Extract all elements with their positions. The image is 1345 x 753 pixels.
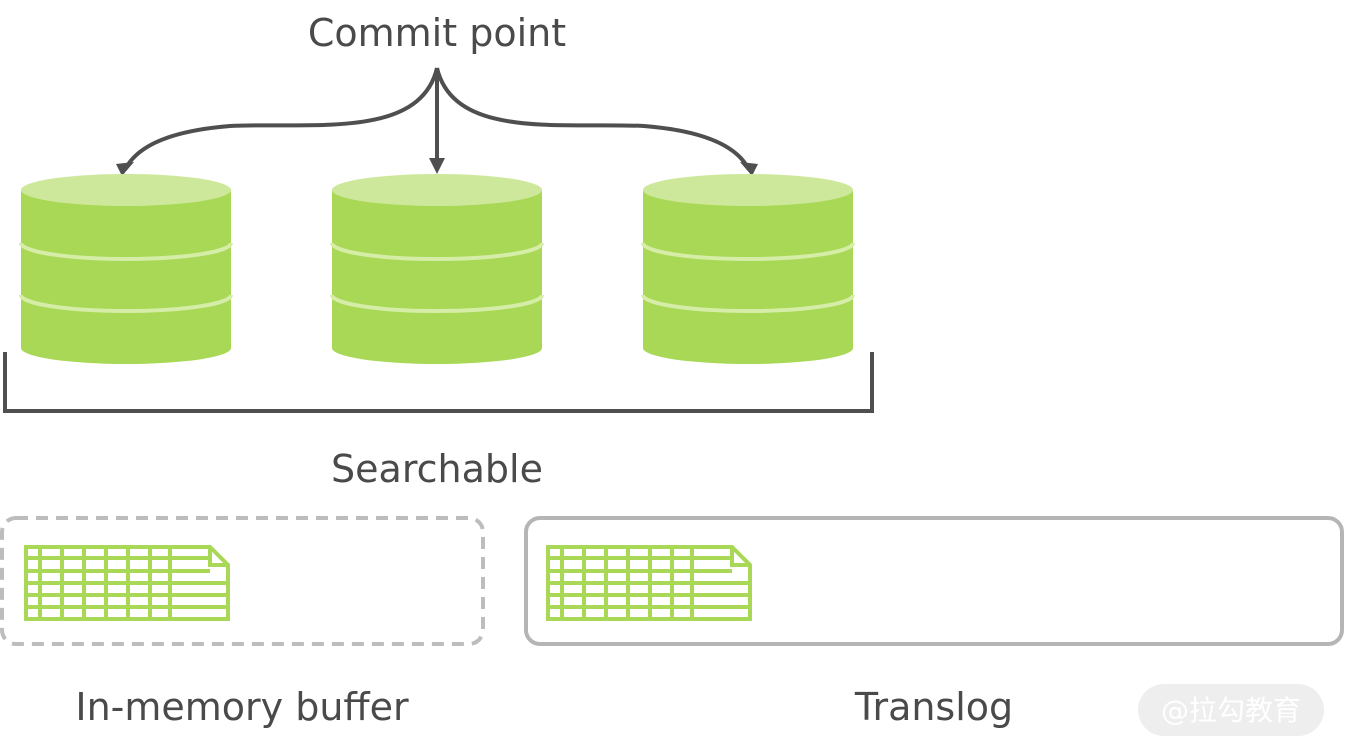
segment-3-body <box>643 190 853 364</box>
in-memory-buffer-label: In-memory buffer <box>75 685 409 729</box>
segment-2-band-2 <box>330 294 544 313</box>
arrowhead-segment-3 <box>740 162 758 176</box>
segment-3 <box>641 174 855 364</box>
segment-2-body <box>332 190 542 364</box>
segment-2-band-1 <box>330 242 544 261</box>
watermark-text: @拉勾教育 <box>1161 694 1301 727</box>
arrow-to-segment-3 <box>435 67 750 170</box>
watermark: @拉勾教育 <box>1138 684 1324 736</box>
arrowhead-segment-1 <box>116 162 134 176</box>
buffer-document-fold <box>208 547 228 567</box>
translog-document-icon <box>546 545 752 621</box>
segment-1 <box>19 174 233 364</box>
arrowhead-segment-2 <box>429 158 445 174</box>
translog-label: Translog <box>854 685 1013 729</box>
segment-3-top <box>643 174 853 206</box>
searchable-label: Searchable <box>331 447 543 491</box>
arrow-to-segment-1 <box>124 67 439 170</box>
commit-arrows <box>116 67 758 176</box>
buffer-document-icon <box>24 545 230 621</box>
searchable-bracket <box>3 352 874 413</box>
watermark-pill <box>1138 684 1324 736</box>
segment-3-band-2 <box>641 294 855 313</box>
translog-box <box>524 516 1344 646</box>
segment-2 <box>330 174 544 364</box>
segment-1-body <box>21 190 231 364</box>
segment-1-band-2 <box>19 294 233 313</box>
commit-point-label: Commit point <box>308 11 566 55</box>
in-memory-buffer-box <box>0 516 485 646</box>
segment-3-band-1 <box>641 242 855 261</box>
segment-1-top <box>21 174 231 206</box>
segment-1-band-1 <box>19 242 233 261</box>
segment-2-top <box>332 174 542 206</box>
translog-document-fold <box>730 547 750 567</box>
